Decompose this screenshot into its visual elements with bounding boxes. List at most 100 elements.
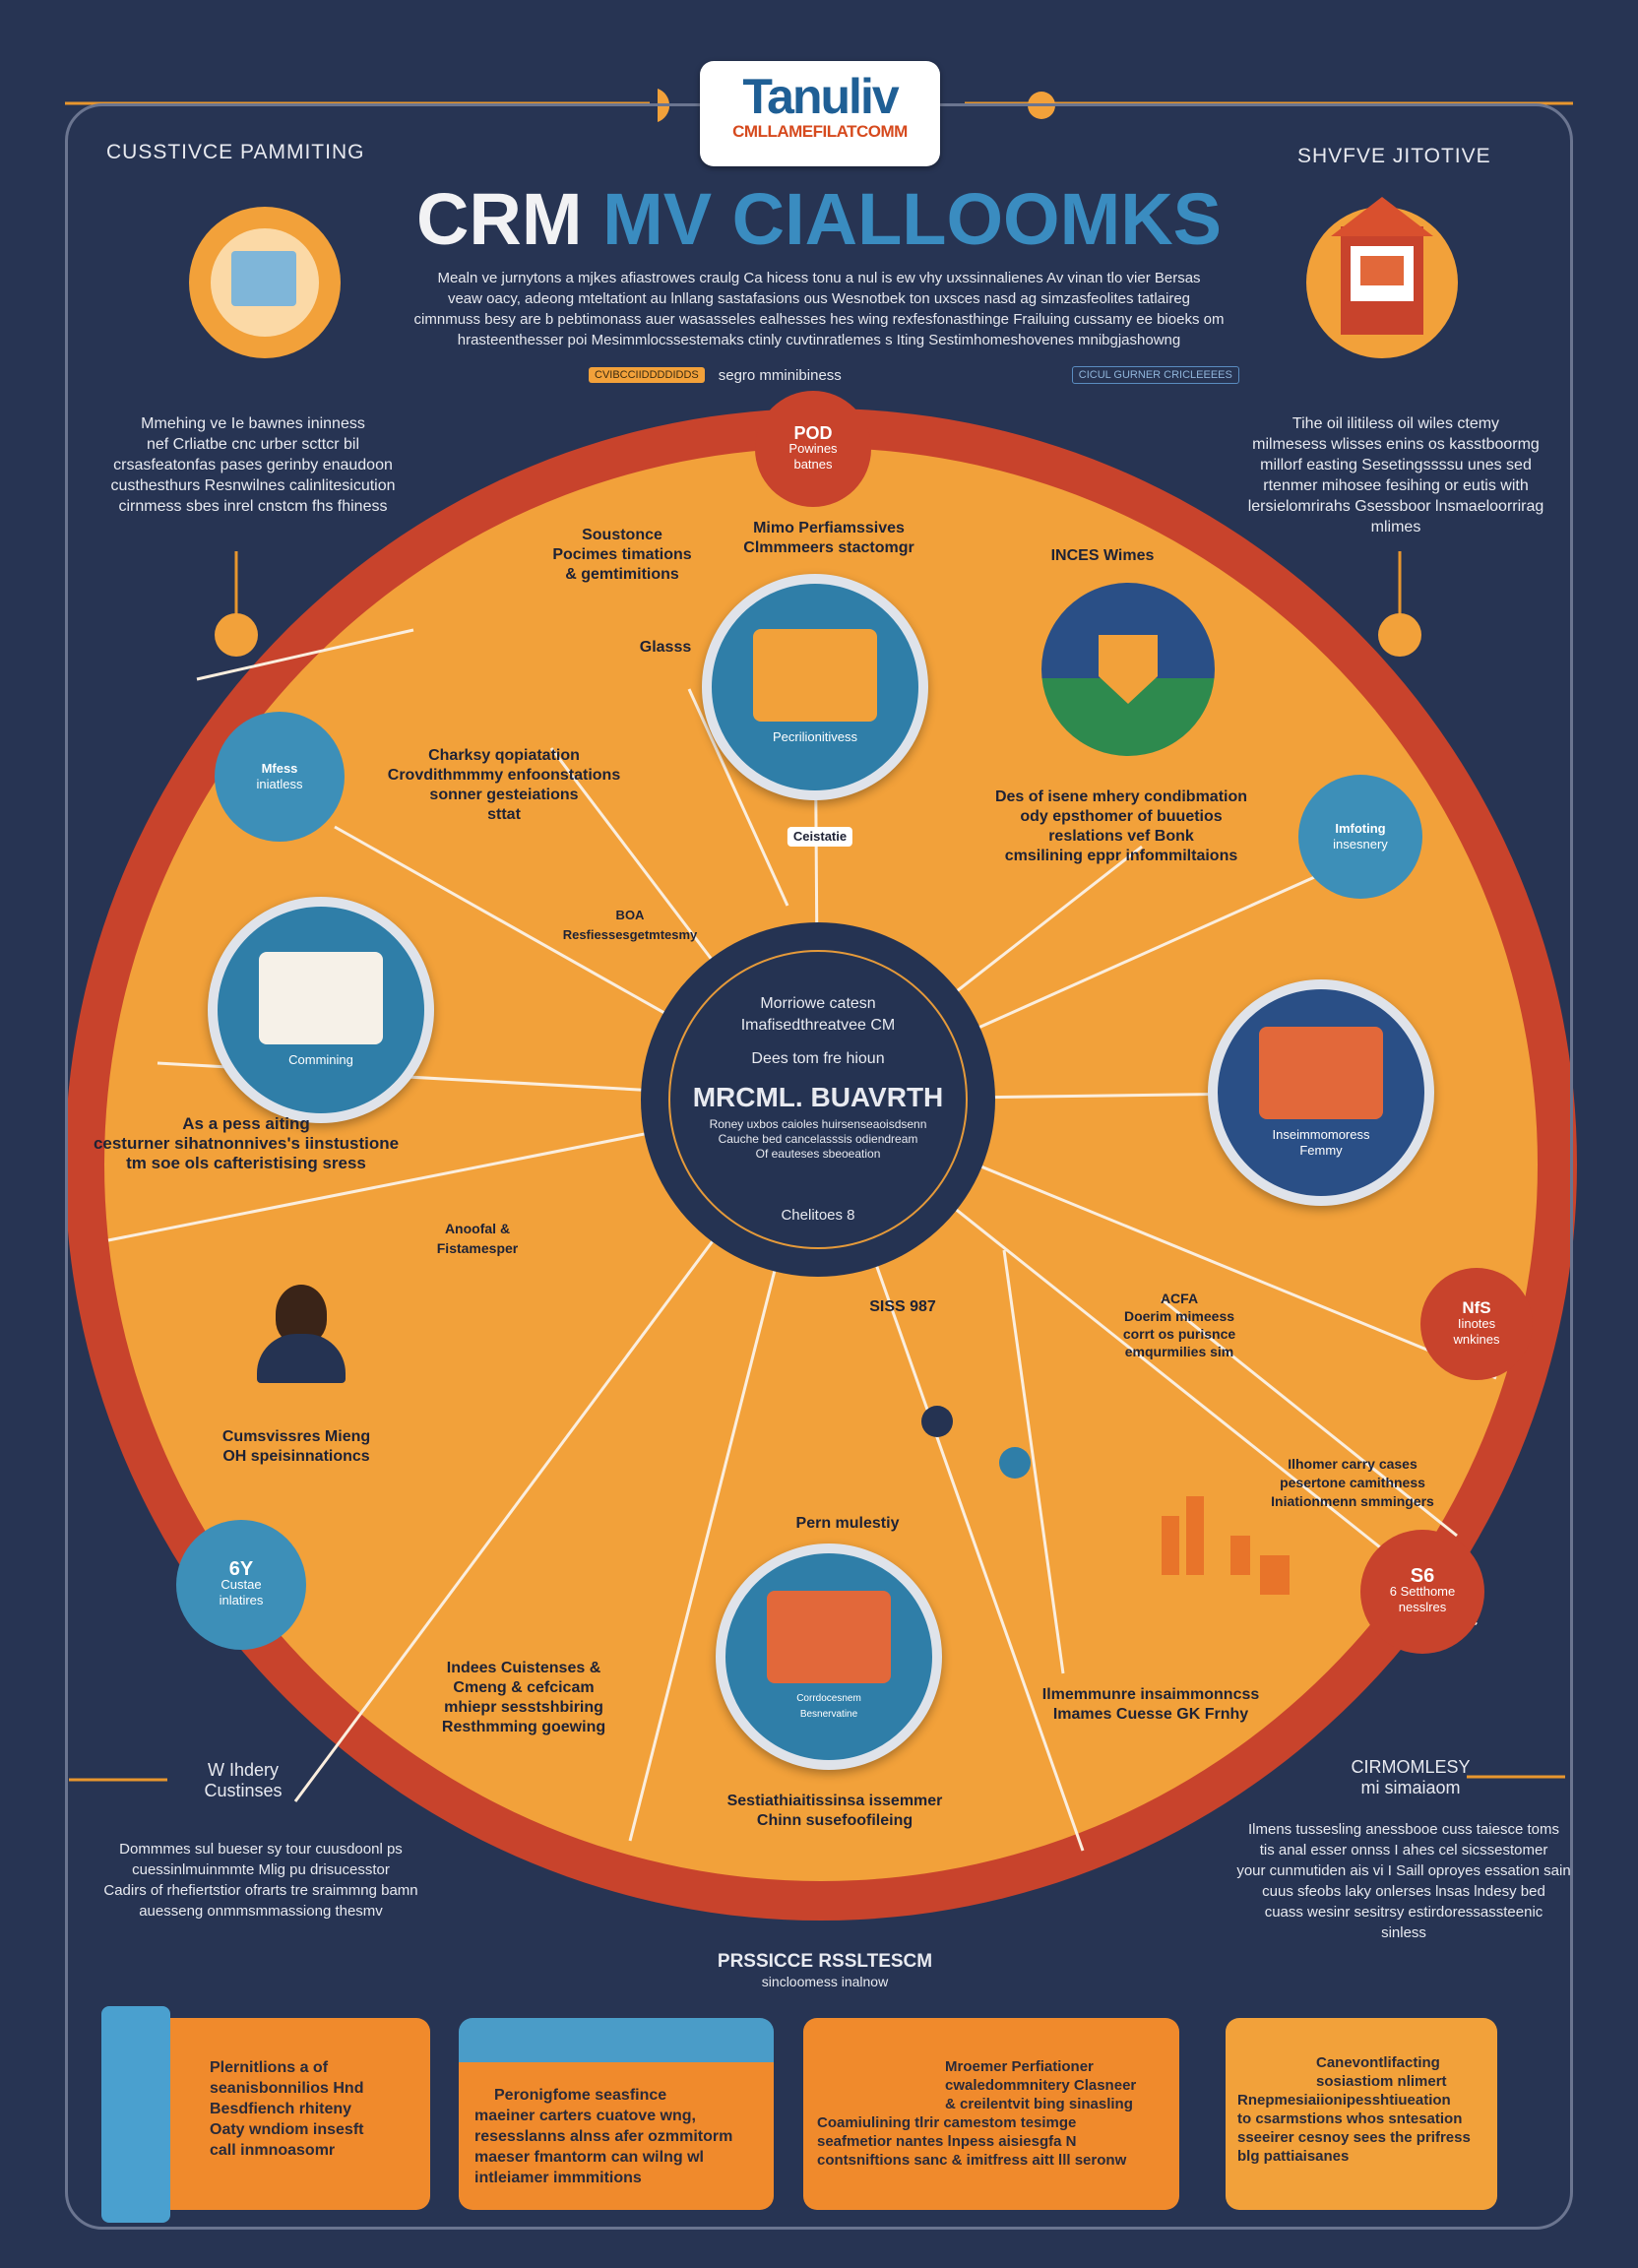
node-text: 6 Setthome [1389, 1584, 1456, 1599]
label-pern: Pern mulestiy [795, 1515, 900, 1532]
text-line: corrt os purisnce [1122, 1326, 1236, 1342]
card-line: Besdfiench rhiteny [210, 2101, 352, 2117]
text-line: OH speisinnationcs [222, 1448, 370, 1465]
center-hub[interactable]: Morriowe catesn Imafisedthreatvee CM Dee… [641, 922, 995, 1277]
header-tags: CVIBCCIIDDDDIDDS segro mminibiness CICUL… [589, 366, 1239, 384]
text-line: tis anal esser onnss I ahes cel sicssest… [1259, 1842, 1548, 1858]
node-title: 6Y [228, 1558, 254, 1580]
text-line: emqurmilies sim [1124, 1344, 1234, 1359]
node-text: inlatires [219, 1593, 264, 1607]
text-line: cirnmess sbes inrel cnstcm fhs fhiness [118, 498, 388, 515]
text-line: CIRMOMLESY [1351, 1757, 1471, 1777]
label-anoofal: Anoofal &Fistamesper [437, 1219, 518, 1258]
label-cumsvissres: Cumsvissres Mieng OH speisinnationcs [222, 1427, 370, 1467]
card-line: to csarmstions whos sntesation [1237, 2110, 1463, 2127]
text-line: cuus sfeobs laky onlerses lnsas lndesy b… [1262, 1883, 1545, 1900]
node-text: nesslres [1398, 1600, 1447, 1614]
node-custae[interactable]: 6Y Custae inlatires [176, 1520, 306, 1650]
node-title: Mfess [261, 761, 298, 776]
text-line: cuessinlmuinmmte Mlig pu drisucesstor [132, 1861, 390, 1878]
text-line: Cadirs of rhefiertstior ofrarts tre srai… [103, 1882, 418, 1899]
card-line: seafmetior nantes lnpess aisiesgfa N [817, 2133, 1077, 2150]
text-line: W Ihdery [207, 1760, 280, 1780]
title-accent: MV CIALLOOMKS [602, 178, 1223, 260]
card-line: call inmnoasomr [210, 2142, 336, 2159]
text-line: Resthmming goewing [441, 1719, 606, 1735]
text-line: Cumsvissres Mieng [221, 1428, 371, 1445]
node-imfoting[interactable]: Imfoting insesnery [1298, 775, 1422, 899]
label-siss: SISS 987 [869, 1298, 936, 1315]
node-nfs[interactable]: NfS Iinotes wnkines [1420, 1268, 1533, 1380]
text-line: tm soe ols cafteristising sress [126, 1154, 366, 1172]
left-dot [215, 613, 258, 657]
intro-line: cimnmuss besy are b pebtimonass auer was… [413, 311, 1225, 328]
logo-subtitle: CMLLAMEFILATCOMM [732, 122, 908, 141]
tag-left-text: segro mminibiness [718, 366, 842, 384]
node-shield[interactable] [1041, 583, 1215, 756]
hub-body: Of eauteses sbeoeation [755, 1147, 881, 1161]
node-text: Corrdocesnem [796, 1693, 861, 1705]
chart-bars [1162, 1496, 1290, 1595]
node-right-circle[interactable]: Inseimmomoress Femmy [1208, 979, 1434, 1206]
card-line: Mroemer Perfiationer [945, 2058, 1094, 2075]
text-line: cuass wesinr sesitrsy estirdoressassteen… [1264, 1904, 1544, 1921]
node-pod[interactable]: POD Powines batnes [755, 391, 871, 507]
text-line: Charksy qopiatation [428, 747, 580, 764]
text-line: Tihe oil ilitiless oil wiles ctemy [1292, 415, 1500, 432]
card-line: Coamiulining tlrir camestom tesimge [817, 2114, 1077, 2131]
heart-icon [767, 1590, 891, 1684]
text-line: Mmehing ve Ie bawnes ininness [141, 415, 365, 432]
store-icon [1259, 1026, 1383, 1120]
node-text: batnes [793, 457, 833, 472]
label-inces: INCES Wimes [1050, 547, 1155, 564]
envelope-icon [753, 628, 877, 723]
text-line: ACFA [1160, 1291, 1199, 1306]
card-line: & creilentvit bing sinasling [945, 2096, 1133, 2112]
text-line: Indees Cuistenses & [446, 1660, 601, 1676]
node-top-circle[interactable]: Pecrilionitivess [702, 574, 928, 800]
page-title: CRM MV CIALLOOMKS [295, 177, 1343, 261]
card-line: maeser fmantorm can wilng wl [474, 2149, 704, 2166]
node-mfess[interactable]: Mfess iniatless [215, 712, 345, 842]
laptop-icon [259, 951, 383, 1045]
text-line: Soustonce [582, 527, 662, 543]
hub-body: Roney uxbos caioles huirsenseaoisdsenn [709, 1117, 927, 1131]
text-line: Des of isene mhery condibmation [994, 788, 1248, 805]
node-left-circle[interactable]: Commining [208, 897, 434, 1123]
node-bottom-circle[interactable]: Corrdocesnem Besnervatine [716, 1544, 942, 1770]
text-line: Ilmemmunre insaimmonncss [1041, 1686, 1260, 1703]
intro-line: hrasteenthesser poi Mesimmlocssestemaks … [457, 332, 1181, 348]
card-line: Oaty wndiom insesft [210, 2121, 364, 2138]
hub-title: MRCML. BUAVRTH [692, 1082, 944, 1112]
tablet-icon [101, 2006, 170, 2223]
text-line: pesertone camithness [1280, 1475, 1425, 1490]
text-line: cmsilining eppr infommiltaions [1004, 848, 1238, 864]
hub-line: Morriowe catesn [760, 995, 876, 1012]
node-title: S6 [1410, 1565, 1435, 1587]
node-text: Pecrilionitivess [773, 729, 857, 745]
node-title: NfS [1462, 1298, 1491, 1317]
text-line: Iniationmenn smmingers [1271, 1493, 1434, 1509]
text-line: millorf easting Sesetingssssu unes sed [1260, 457, 1532, 473]
text-line: crsasfeatonfas pases gerinby enaudoon [113, 457, 393, 473]
node-s6[interactable]: S6 6 Setthome nesslres [1360, 1530, 1484, 1654]
text-line: custhesthurs Resnwilnes calinlitesicutio… [110, 477, 396, 494]
bottom-heading: PRSSICCE RSSLTESCM [717, 1951, 933, 1972]
shield-icon [1099, 635, 1158, 704]
text-line: Ilhomer carry cases [1288, 1456, 1418, 1472]
text-line: BOA [615, 908, 645, 922]
text-line: Chinn susefoofileing [756, 1812, 914, 1829]
